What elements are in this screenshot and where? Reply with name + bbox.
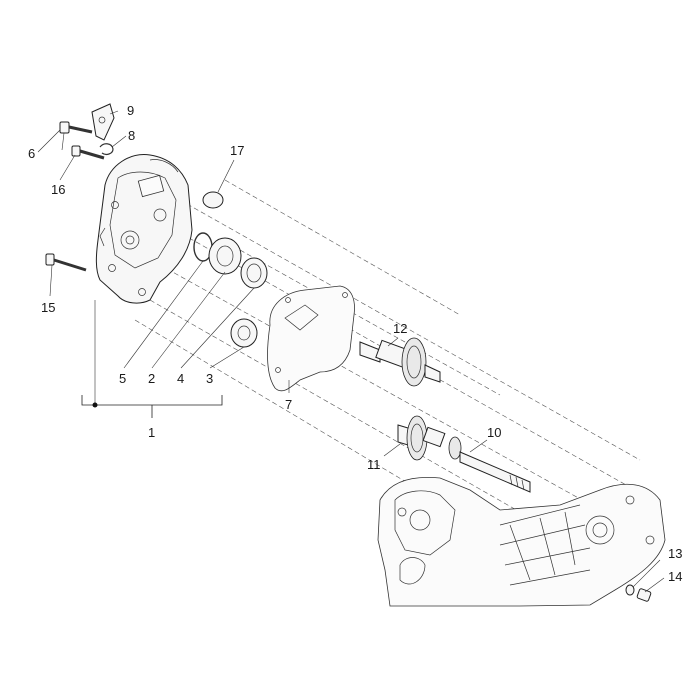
callout-17: 17 [230, 143, 244, 158]
callout-2: 2 [148, 371, 155, 386]
callout-10: 10 [487, 425, 501, 440]
callout-3: 3 [206, 371, 213, 386]
bracket-9 [91, 103, 115, 141]
bolt-16 [71, 145, 105, 160]
clip-8 [99, 143, 114, 155]
group-dot [92, 402, 98, 408]
shaft-10 [448, 436, 531, 493]
transmission-cover [95, 154, 193, 304]
leader-lines [37, 110, 665, 593]
callout-13: 13 [668, 546, 682, 561]
callout-4: 4 [177, 371, 184, 386]
gear-11 [397, 415, 446, 461]
gasket-7 [267, 285, 355, 392]
callout-14: 14 [668, 569, 682, 584]
callout-1: 1 [148, 425, 155, 440]
seal-4 [240, 257, 268, 289]
gear-shaft-12 [359, 337, 441, 387]
callout-8: 8 [128, 128, 135, 143]
bearing-2 [208, 237, 242, 275]
bolt-6 [59, 121, 93, 134]
callout-11: 11 [367, 457, 381, 472]
plug-14 [636, 588, 652, 602]
callout-15: 15 [41, 300, 55, 315]
callout-5: 5 [119, 371, 126, 386]
bolt-15 [45, 253, 87, 272]
callout-9: 9 [127, 103, 134, 118]
callout-16: 16 [51, 182, 65, 197]
callout-6: 6 [28, 146, 35, 161]
plug-17 [202, 191, 224, 209]
crankcase [377, 476, 666, 607]
bearing-3 [230, 318, 258, 348]
group-bracket [81, 395, 223, 418]
washer-13 [625, 584, 635, 596]
callout-7: 7 [285, 397, 292, 412]
callout-labels: 1 2 3 4 5 6 7 8 9 10 11 12 13 14 15 16 1… [28, 103, 682, 584]
callout-12: 12 [393, 321, 407, 336]
